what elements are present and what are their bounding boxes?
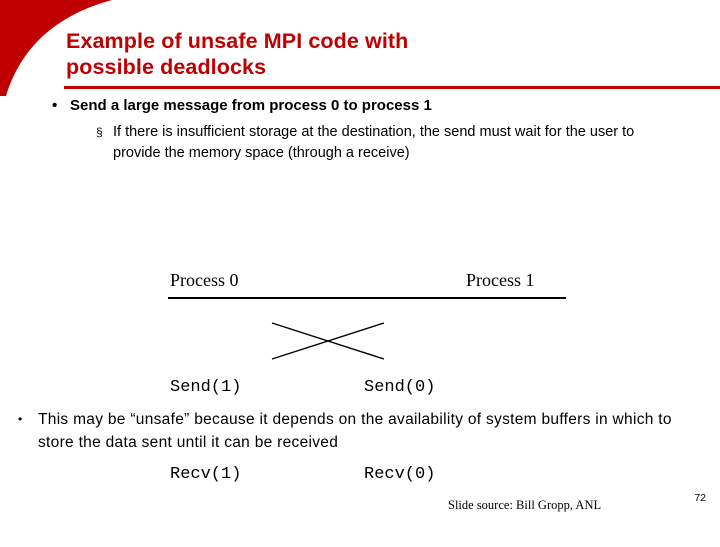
sub-bullet-marker-icon: § — [96, 125, 103, 139]
bullet-level3: • This may be “unsafe” because it depend… — [18, 408, 700, 454]
source-credit: Slide source: Bill Gropp, ANL — [448, 498, 602, 512]
bullet3-marker-icon: • — [18, 412, 23, 426]
title-line-2: possible deadlocks — [66, 55, 267, 79]
bullet-level1: • Send a large message from process 0 to… — [52, 96, 692, 116]
process-0-code-line-1: Send(1) — [170, 378, 242, 397]
bullet-level1-text: Send a large message from process 0 to p… — [70, 97, 432, 114]
slide-title: Example of unsafe MPI code with possible… — [66, 28, 586, 80]
process-0-header: Process 0 — [170, 270, 239, 290]
bullet-level3-text: This may be “unsafe” because it depends … — [38, 411, 672, 451]
title-divider — [64, 86, 720, 89]
process-diagram: Process 0 Process 1 Send(1) Recv(1) Send… — [168, 270, 568, 484]
message-crossing-arrows-icon — [271, 322, 385, 360]
process-1-code: Send(0) Recv(0) — [364, 315, 435, 547]
bullet-level2-text: If there is insufficient storage at the … — [113, 124, 635, 161]
process-headers: Process 0 Process 1 — [168, 270, 568, 291]
process-code-area: Send(1) Recv(1) Send(0) Recv(0) — [168, 315, 568, 484]
process-1-header: Process 1 — [466, 270, 535, 290]
slide-number: 72 — [694, 492, 706, 504]
process-0-code: Send(1) Recv(1) — [170, 315, 241, 547]
bullet-level2: § If there is insufficient storage at th… — [96, 122, 676, 164]
diagram-divider — [168, 297, 566, 299]
title-line-1: Example of unsafe MPI code with — [66, 29, 409, 53]
process-0-code-line-2: Recv(1) — [170, 465, 242, 484]
process-1-code-line-2: Recv(0) — [364, 465, 436, 484]
bullet-marker-icon: • — [52, 97, 58, 114]
process-1-code-line-1: Send(0) — [364, 378, 436, 397]
